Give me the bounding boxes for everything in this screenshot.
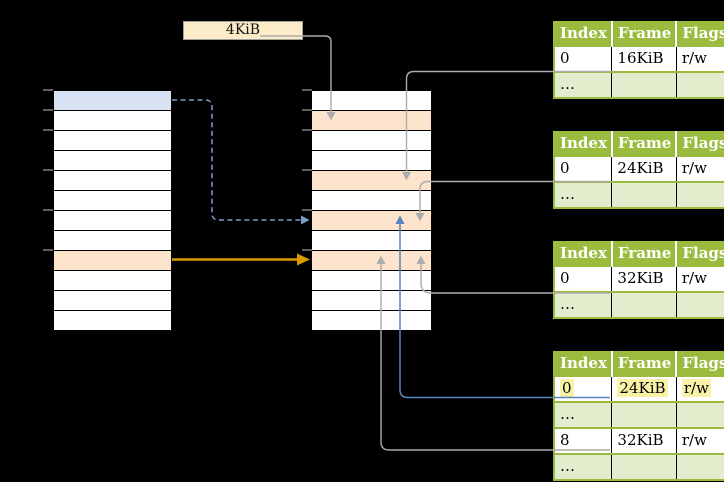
cell-frame xyxy=(611,181,677,208)
arrow-virtual-page-orange xyxy=(172,253,310,266)
cell-index: 0 xyxy=(554,45,612,72)
memory-row xyxy=(53,150,172,171)
table-header-row: Index Frame Flags xyxy=(554,132,724,156)
cell-index: … xyxy=(554,453,612,480)
physical-memory-column xyxy=(311,90,432,331)
cell-frame: 32KiB xyxy=(611,427,677,454)
cell-frame: 24KiB xyxy=(611,375,677,402)
memory-row xyxy=(311,110,432,131)
memory-row xyxy=(53,110,172,131)
column-header-index: Index xyxy=(554,22,612,46)
column-header-frame: Frame xyxy=(610,22,677,46)
table-header-row: Index Frame Flags xyxy=(554,242,724,266)
table-row: 0 24KiB r/w xyxy=(554,155,724,182)
table-row-ellipsis: … xyxy=(554,181,724,208)
cell-frame: 24KiB xyxy=(611,155,677,182)
table-header-row: Index Frame Flags xyxy=(554,22,724,46)
memory-row xyxy=(311,250,432,271)
highlight: r/w xyxy=(681,379,711,397)
cell-index: 0 xyxy=(554,375,612,402)
table-row: 0 16KiB r/w xyxy=(554,45,724,72)
arrow-virtual-page-dashed xyxy=(172,99,310,225)
memory-row xyxy=(53,250,172,271)
cell-index: 0 xyxy=(554,155,612,182)
memory-row xyxy=(311,190,432,211)
cell-frame xyxy=(611,453,677,480)
cell-index: … xyxy=(554,181,612,208)
memory-row xyxy=(53,230,172,251)
column-header-index: Index xyxy=(554,132,612,156)
cell-flags: r/w xyxy=(675,155,724,182)
highlight: 0 xyxy=(560,379,574,397)
column-header-frame: Frame xyxy=(610,352,677,376)
memory-row xyxy=(311,150,432,171)
column-header-flags: Flags xyxy=(675,22,724,46)
cell-flags xyxy=(675,453,724,480)
cell-frame: 16KiB xyxy=(611,45,677,72)
cell-frame xyxy=(611,71,677,98)
table-row-ellipsis: … xyxy=(554,401,724,428)
memory-row xyxy=(311,230,432,251)
cell-frame: 32KiB xyxy=(611,265,677,292)
tick-marks-left xyxy=(43,89,53,251)
memory-row xyxy=(311,170,432,191)
table-row-ellipsis: … xyxy=(554,291,724,318)
cell-flags: r/w xyxy=(675,375,724,402)
cell-index: 8 xyxy=(554,427,612,454)
page-table-1: Index Frame Flags 0 16KiB r/w … xyxy=(553,21,724,99)
cell-flags: r/w xyxy=(675,265,724,292)
memory-row xyxy=(311,290,432,311)
memory-row xyxy=(53,270,172,291)
cell-index: … xyxy=(554,71,612,98)
page-table-4: Index Frame Flags 0 24KiB r/w … 8 32KiB … xyxy=(553,351,724,481)
memory-row xyxy=(311,90,432,111)
column-header-flags: Flags xyxy=(675,352,724,376)
column-header-index: Index xyxy=(554,242,612,266)
page-table-3: Index Frame Flags 0 32KiB r/w … xyxy=(553,241,724,319)
cell-flags: r/w xyxy=(675,427,724,454)
table-header-row: Index Frame Flags xyxy=(554,352,724,376)
memory-row xyxy=(53,290,172,311)
column-header-frame: Frame xyxy=(610,242,677,266)
cell-frame xyxy=(611,291,677,318)
cell-flags: r/w xyxy=(675,45,724,72)
table-row: 8 32KiB r/w xyxy=(554,427,724,454)
memory-row xyxy=(53,170,172,191)
column-header-frame: Frame xyxy=(610,132,677,156)
column-header-flags: Flags xyxy=(675,242,724,266)
memory-row xyxy=(311,310,432,331)
memory-row xyxy=(53,130,172,151)
memory-row xyxy=(53,190,172,211)
frame-size-label: 4KiB xyxy=(183,21,303,40)
cell-flags xyxy=(675,71,724,98)
memory-row xyxy=(53,210,172,231)
table-row-highlighted: 0 24KiB r/w xyxy=(554,375,724,402)
column-header-flags: Flags xyxy=(675,132,724,156)
cell-index: … xyxy=(554,291,612,318)
memory-row xyxy=(311,130,432,151)
virtual-memory-column xyxy=(53,90,172,331)
cell-frame xyxy=(611,401,677,428)
highlight: 24KiB xyxy=(617,379,668,397)
table-row: 0 32KiB r/w xyxy=(554,265,724,292)
table-row-ellipsis: … xyxy=(554,453,724,480)
memory-row xyxy=(53,90,172,111)
memory-row xyxy=(311,270,432,291)
cell-index: … xyxy=(554,401,612,428)
column-header-index: Index xyxy=(554,352,612,376)
table-row-ellipsis: … xyxy=(554,71,724,98)
cell-index: 0 xyxy=(554,265,612,292)
cell-flags xyxy=(675,401,724,428)
page-table-2: Index Frame Flags 0 24KiB r/w … xyxy=(553,131,724,209)
memory-row xyxy=(53,310,172,331)
cell-flags xyxy=(675,291,724,318)
cell-flags xyxy=(675,181,724,208)
memory-row xyxy=(311,210,432,231)
